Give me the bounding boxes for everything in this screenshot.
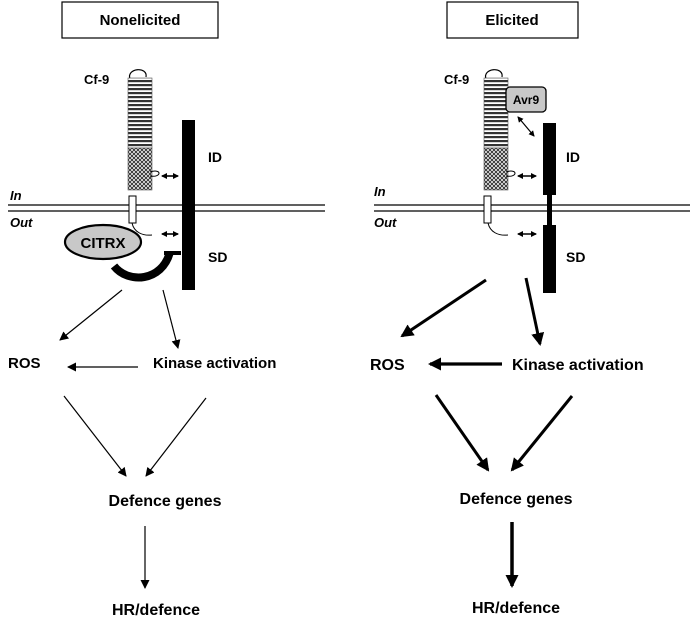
cf9-transmembrane — [128, 195, 137, 224]
partner-sd-domain-elicited — [543, 225, 556, 293]
cf9-island-domain-elicited — [483, 147, 509, 191]
cf9-label-elicited: Cf-9 — [444, 72, 469, 87]
cf9-transmembrane-elicited — [483, 195, 492, 224]
hr-defence-label-elicited: HR/defence — [472, 600, 560, 617]
ros-label: ROS — [8, 355, 41, 372]
cf9-tail — [131, 222, 153, 236]
citrx-label: CITRX — [81, 235, 126, 252]
sd-label-elicited: SD — [566, 249, 585, 265]
id-label-elicited: ID — [566, 149, 580, 165]
arrow-to-ros — [59, 289, 123, 341]
defence-genes-label: Defence genes — [109, 493, 222, 510]
avr9-label: Avr9 — [513, 93, 540, 107]
arrow-to-kinase-elicited — [524, 277, 545, 346]
kinase-activation-label-elicited: Kinase activation — [512, 357, 644, 374]
cf9-lrr-domain-elicited — [483, 77, 509, 149]
inhibition-arc — [110, 250, 174, 282]
elicited-panel: Elicited Cf-9 In Out Avr9 ID SD ROS Kina… — [370, 1, 690, 617]
in-label-elicited: In — [374, 184, 386, 199]
cf9-lrr-domain — [127, 77, 153, 149]
out-label-elicited: Out — [374, 215, 397, 230]
arrow-ros-to-defence-elicited — [434, 394, 490, 472]
sd-label: SD — [208, 249, 227, 265]
arrow-ros-to-defence — [63, 395, 127, 477]
ros-label-elicited: ROS — [370, 357, 405, 374]
arrow-kinase-to-defence — [145, 397, 207, 477]
partner-id-domain — [182, 120, 195, 220]
cf9-island-domain — [127, 147, 153, 191]
arrow-to-ros-elicited — [400, 278, 487, 338]
cf9-tail-elicited — [487, 222, 509, 236]
in-label: In — [10, 188, 22, 203]
cf9-top-loop-elicited — [485, 69, 503, 80]
partner-linker-elicited — [547, 195, 552, 225]
nonelicited-title: Nonelicited — [100, 12, 181, 29]
arrow-kinase-to-defence-elicited — [510, 395, 574, 472]
elicited-title: Elicited — [485, 12, 538, 29]
cf9-top-loop — [129, 69, 147, 80]
out-label: Out — [10, 215, 33, 230]
cf9-side-loop-elicited — [505, 170, 516, 177]
citrx-oval — [63, 223, 143, 261]
avr9-box — [505, 86, 547, 113]
nonelicited-title-box — [61, 1, 219, 39]
elicited-title-box — [446, 1, 579, 39]
nonelicited-panel: Nonelicited Cf-9 In Out ID SD CITRX ROS … — [8, 1, 325, 619]
avr9-interaction-arrow — [517, 116, 535, 137]
defence-genes-label-elicited: Defence genes — [460, 491, 573, 508]
arrow-to-kinase — [162, 289, 181, 349]
cf9-label: Cf-9 — [84, 72, 109, 87]
kinase-activation-label: Kinase activation — [153, 355, 276, 372]
hr-defence-label: HR/defence — [112, 602, 200, 619]
partner-sd-domain — [182, 220, 195, 290]
id-label: ID — [208, 149, 222, 165]
partner-id-domain-elicited — [543, 123, 556, 195]
cf9-side-loop — [149, 170, 160, 177]
